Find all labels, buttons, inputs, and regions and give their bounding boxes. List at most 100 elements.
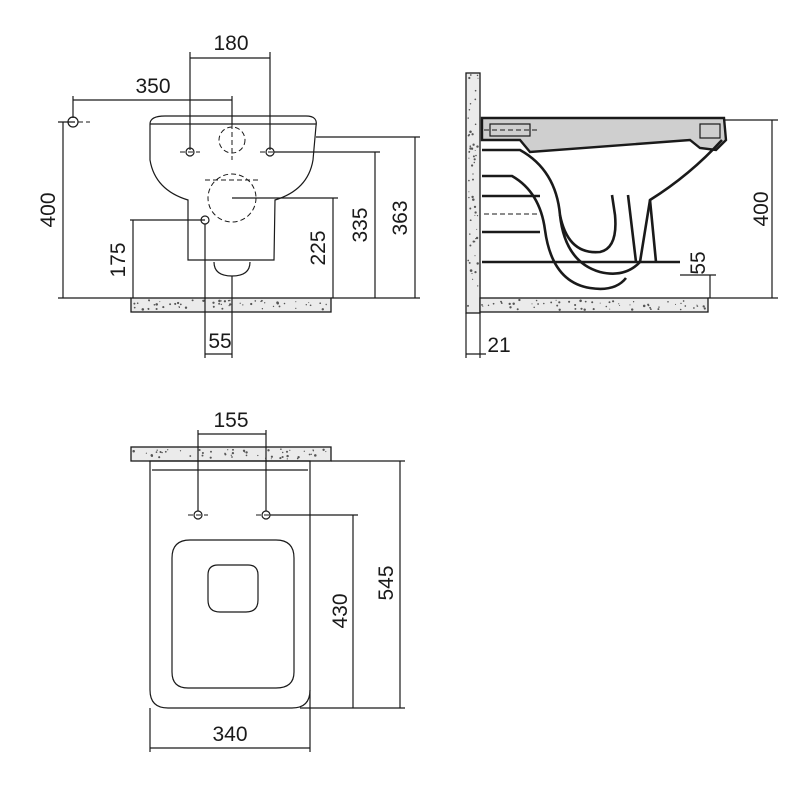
texture-speck: [696, 304, 698, 306]
texture-speck: [133, 302, 136, 305]
texture-speck: [179, 303, 182, 306]
texture-speck: [574, 307, 577, 310]
texture-speck: [321, 308, 324, 311]
texture-speck: [508, 302, 511, 306]
side-support-leg: [626, 194, 658, 263]
dim-label-side-400: 400: [750, 191, 773, 226]
texture-speck: [220, 300, 222, 302]
texture-speck: [218, 302, 221, 305]
texture-speck: [136, 302, 139, 304]
texture-speck: [202, 299, 205, 302]
texture-speck: [482, 305, 484, 307]
texture-speck: [325, 303, 327, 306]
texture-speck: [471, 133, 474, 136]
texture-speck: [558, 308, 561, 311]
texture-speck: [605, 305, 608, 308]
texture-speck: [242, 304, 244, 306]
texture-speck: [167, 449, 169, 451]
texture-speck: [212, 301, 215, 304]
texture-speck: [629, 304, 631, 306]
texture-speck: [591, 301, 594, 304]
texture-speck: [472, 155, 475, 158]
texture-speck: [254, 300, 257, 302]
texture-speck: [612, 300, 615, 303]
texture-speck: [159, 450, 162, 454]
texture-speck: [487, 304, 490, 307]
texture-speck: [476, 228, 478, 230]
texture-speck: [703, 305, 705, 308]
front-outlet-pipe: [213, 261, 251, 277]
texture-speck: [148, 300, 150, 302]
texture-speck: [608, 301, 611, 304]
texture-speck: [223, 300, 227, 303]
texture-speck: [472, 198, 475, 201]
top-bowl-outline: [149, 460, 311, 709]
texture-speck: [201, 454, 204, 457]
texture-speck: [472, 178, 474, 181]
texture-speck: [477, 285, 479, 287]
texture-speck: [242, 449, 246, 452]
texture-speck: [158, 456, 161, 459]
texture-speck: [153, 303, 156, 306]
front-view: 180 350 400 175 225 335 363 55: [37, 32, 420, 358]
texture-speck: [221, 307, 224, 310]
texture-speck: [267, 449, 270, 452]
dim-label-350: 350: [135, 75, 170, 98]
texture-speck: [631, 308, 634, 311]
texture-speck: [270, 455, 273, 458]
texture-speck: [469, 269, 473, 272]
texture-speck: [509, 306, 512, 309]
texture-speck: [474, 271, 477, 274]
texture-speck: [147, 308, 150, 310]
texture-speck: [550, 301, 553, 304]
side-trap: [558, 194, 617, 254]
texture-speck: [224, 453, 227, 456]
texture-speck: [476, 145, 479, 148]
dim-label-363: 363: [389, 200, 412, 235]
texture-speck: [209, 456, 212, 459]
side-wall: [465, 72, 481, 314]
texture-speck: [286, 458, 288, 460]
texture-speck: [278, 305, 281, 308]
side-view: 400 55 21: [465, 72, 778, 358]
texture-speck: [667, 301, 669, 303]
texture-speck: [619, 304, 621, 306]
texture-speck: [309, 304, 312, 307]
texture-speck: [469, 74, 472, 76]
top-water-area: [207, 564, 259, 613]
texture-speck: [279, 457, 282, 460]
texture-speck: [285, 450, 289, 453]
texture-speck: [476, 262, 479, 265]
texture-speck: [261, 308, 264, 310]
texture-speck: [473, 158, 476, 161]
dim-label-335: 335: [349, 207, 372, 242]
texture-speck: [257, 454, 259, 457]
texture-speck: [618, 303, 620, 305]
texture-speck: [680, 302, 682, 305]
texture-speck: [229, 299, 231, 302]
texture-speck: [543, 302, 545, 305]
texture-speck: [574, 303, 577, 307]
texture-speck: [231, 451, 235, 455]
texture-speck: [467, 259, 470, 262]
texture-speck: [289, 449, 291, 451]
texture-speck: [310, 453, 312, 455]
texture-speck: [658, 306, 660, 308]
texture-speck: [679, 308, 682, 311]
dim-label-side-55: 55: [687, 251, 710, 274]
texture-speck: [295, 301, 297, 303]
side-bowl-inner: [482, 174, 628, 291]
texture-speck: [481, 304, 483, 306]
front-bowl-outline: [149, 115, 317, 261]
texture-speck: [319, 302, 322, 305]
texture-speck: [212, 305, 215, 308]
texture-speck: [133, 306, 136, 309]
texture-speck: [475, 236, 479, 240]
texture-speck: [531, 303, 533, 305]
texture-speck: [500, 302, 503, 304]
texture-speck: [198, 448, 201, 452]
texture-speck: [295, 307, 297, 310]
texture-speck: [264, 302, 266, 304]
texture-speck: [469, 233, 471, 235]
texture-speck: [472, 143, 475, 146]
